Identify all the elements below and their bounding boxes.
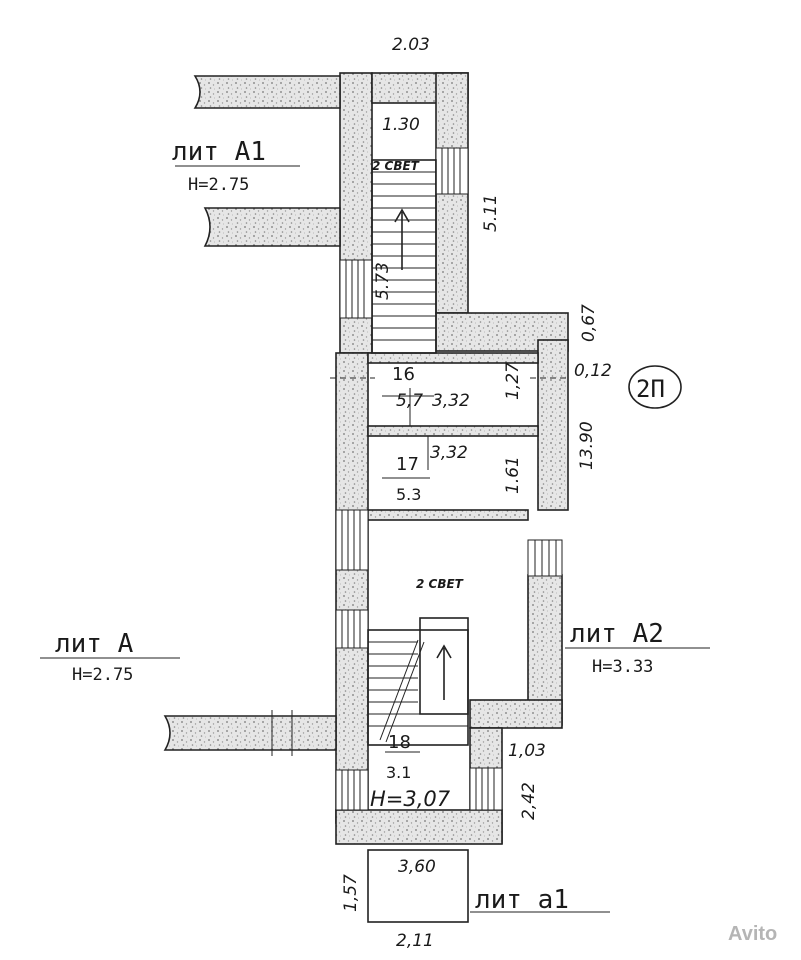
floor-badge: 2П [636,375,665,403]
room-17-number: 17 [396,454,419,475]
dim-332-b: 3,32 [430,443,468,463]
lit-a2-label: лит А2 [570,619,664,649]
central-walls [335,352,539,824]
room-16-area: 5,7 [396,391,423,411]
dim-360: 3,60 [398,857,436,877]
floor-badge-circle [628,365,682,409]
openings [330,147,570,811]
double-height-lower: 2 СВЕТ [416,577,464,591]
dim-211: 2,11 [396,931,434,951]
dim-stair-upper: 5.73 [373,262,393,300]
dim-012: 0,12 [574,361,612,381]
dim-332-a: 3,32 [432,391,470,411]
room-18-height: Н=3,07 [370,787,451,811]
room-16-number: 16 [392,364,415,385]
dim-242: 2,42 [519,782,539,820]
double-height-upper: 2 СВЕТ [372,159,420,173]
room-17-area: 5.3 [396,485,421,504]
lit-a-walls [163,710,337,756]
lit-a1-label: лит А1 [172,137,266,167]
lit-a-height: Н=2.75 [72,665,133,685]
dim-127: 1,27 [503,362,523,400]
lower-staircase [367,617,469,746]
dim-157: 1,57 [341,874,361,912]
lit-a1-small-label: лит а1 [475,885,569,915]
lit-a1-walls [193,75,341,247]
lit-a-label: лит А [55,629,134,659]
dim-top: 2.03 [392,35,430,55]
lit-a2-height: Н=3.33 [592,657,653,677]
room-lines [40,165,710,913]
avito-watermark: Avito [728,923,777,945]
lit-a1-height: Н=2.75 [188,175,249,195]
dim-1390: 13.90 [577,421,597,470]
bottom-walls [335,809,503,923]
upper-staircase [371,159,437,354]
room-18-number: 18 [388,732,411,753]
room-18-area: 3.1 [386,763,411,782]
dim-161: 1.61 [503,456,523,494]
dim-103: 1,03 [508,741,546,761]
dim-right-upper: 5.11 [481,194,501,232]
dim-067: 0,67 [579,304,599,342]
dim-top-inner: 1.30 [382,115,420,135]
